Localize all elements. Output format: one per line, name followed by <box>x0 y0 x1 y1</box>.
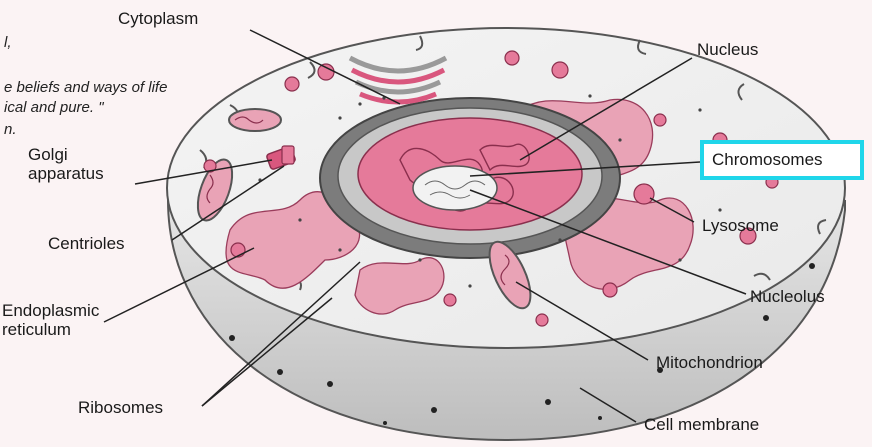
label-er-line1: Endoplasmic <box>2 301 99 320</box>
label-golgi-line2: apparatus <box>28 164 104 183</box>
label-golgi: Golgi apparatus <box>28 145 104 183</box>
label-lysosome: Lysosome <box>702 216 779 235</box>
label-golgi-line1: Golgi <box>28 145 104 164</box>
label-chromosomes: Chromosomes <box>712 150 823 169</box>
label-nucleolus: Nucleolus <box>750 287 825 306</box>
label-mitochondrion: Mitochondrion <box>656 353 763 372</box>
label-nucleus: Nucleus <box>697 40 758 59</box>
label-er-line2: reticulum <box>2 320 99 339</box>
label-cytoplasm: Cytoplasm <box>118 9 198 28</box>
label-centrioles: Centrioles <box>48 234 125 253</box>
label-endoplasmic-reticulum: Endoplasmic reticulum <box>2 301 99 339</box>
nucleolus-body <box>413 166 497 210</box>
label-ribosomes: Ribosomes <box>78 398 163 417</box>
label-cell-membrane: Cell membrane <box>644 415 759 434</box>
